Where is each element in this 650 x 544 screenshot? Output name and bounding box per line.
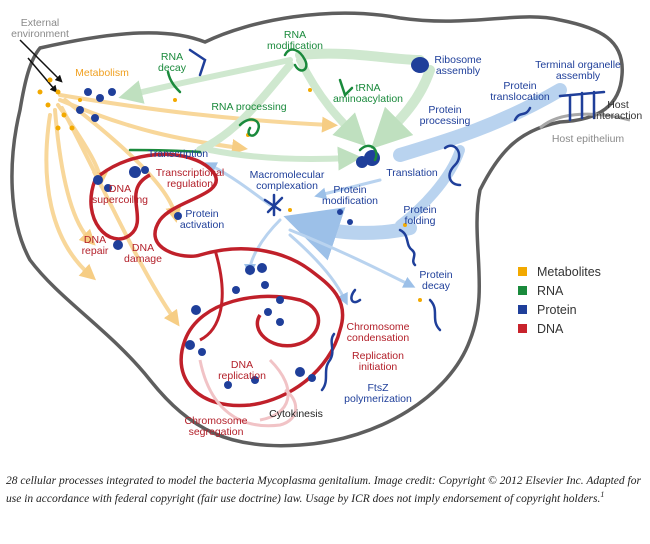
environment-arrows <box>19 39 63 93</box>
label-dna-repair: DNA <box>84 234 106 246</box>
legend-label-protein: Protein <box>537 303 577 317</box>
svg-text:replication: replication <box>218 370 266 382</box>
legend: Metabolites RNA Protein DNA <box>518 265 601 336</box>
cell-membrane <box>10 11 624 448</box>
protein-glyphs <box>76 57 429 389</box>
legend-label-rna: RNA <box>537 284 564 298</box>
label-metabolism: Metabolism <box>75 67 129 79</box>
rna-glyphs <box>128 48 378 162</box>
dna-pink-links <box>198 358 298 428</box>
rna-flows <box>118 48 435 171</box>
svg-text:folding: folding <box>405 215 436 227</box>
svg-text:segregation: segregation <box>189 426 244 438</box>
legend-label-dna: DNA <box>537 322 564 336</box>
svg-text:damage: damage <box>124 253 162 265</box>
svg-text:initiation: initiation <box>359 361 398 373</box>
label-host-interaction: Host <box>607 99 629 111</box>
label-dna-replication: DNA <box>231 359 253 371</box>
svg-text:supercoiling: supercoiling <box>92 194 148 206</box>
svg-text:assembly: assembly <box>436 65 481 77</box>
label-transcriptional-regulation: Transcriptional <box>156 167 224 179</box>
figure-caption: 28 cellular processes integrated to mode… <box>6 474 642 506</box>
legend-label-metabolites: Metabolites <box>537 265 601 279</box>
label-protein-processing: Protein <box>428 104 461 116</box>
label-chromosome-condensation: Chromosome <box>346 321 409 333</box>
legend-swatch-metabolites <box>518 267 527 276</box>
label-replication-initiation: Replication <box>352 350 404 362</box>
svg-text:translocation: translocation <box>490 91 550 103</box>
label-protein-folding: Protein <box>403 204 436 216</box>
legend-swatch-dna <box>518 324 527 333</box>
label-dna-damage: DNA <box>132 242 154 254</box>
svg-text:complexation: complexation <box>256 180 318 192</box>
process-labels: External environment Metabolism RNA deca… <box>11 17 642 438</box>
caption-text: 28 cellular processes integrated to mode… <box>6 475 641 505</box>
protein-flows <box>204 83 567 306</box>
label-protein-activation: Protein <box>185 208 218 220</box>
label-ftsz-polymerization: FtsZ <box>368 382 390 394</box>
label-macromolecular-complexation: Macromolecular <box>250 169 325 181</box>
label-rna-modification: RNA <box>284 29 306 41</box>
svg-text:repair: repair <box>82 245 109 257</box>
legend-swatch-protein <box>518 305 527 314</box>
label-host-epithelium: Host epithelium <box>552 133 625 145</box>
label-rna-processing: RNA processing <box>211 101 286 113</box>
label-dna-supercoiling: DNA <box>109 183 131 195</box>
label-cytokinesis: Cytokinesis <box>269 408 323 420</box>
label-protein-decay: Protein <box>419 269 452 281</box>
svg-text:processing: processing <box>420 115 471 127</box>
svg-text:decay: decay <box>422 280 451 292</box>
svg-text:regulation: regulation <box>167 178 213 190</box>
dna-strand <box>89 152 345 408</box>
legend-swatch-rna <box>518 286 527 295</box>
label-chromosome-segregation: Chromosome <box>184 415 247 427</box>
label-terminal-organelle-assembly: Terminal organelle <box>535 59 621 71</box>
svg-text:modification: modification <box>267 40 323 52</box>
cell-process-diagram: External environment Metabolism RNA deca… <box>10 11 642 448</box>
label-trna-aminoacylation: tRNA <box>355 82 380 94</box>
svg-text:polymerization: polymerization <box>344 393 412 405</box>
caption-footnote-mark: 1 <box>600 490 605 499</box>
protein-chains <box>188 48 606 392</box>
svg-text:aminoacylation: aminoacylation <box>333 93 403 105</box>
svg-text:interaction: interaction <box>594 110 643 122</box>
label-transcription: Transcription <box>148 148 208 160</box>
label-protein-translocation: Protein <box>503 80 536 92</box>
label-translation: Translation <box>386 167 438 179</box>
svg-text:environment: environment <box>11 28 69 40</box>
label-protein-modification: Protein <box>333 184 366 196</box>
metabolite-dots <box>37 77 422 302</box>
label-rna-decay: RNA <box>161 51 183 63</box>
svg-text:decay: decay <box>158 62 187 74</box>
svg-text:condensation: condensation <box>347 332 410 344</box>
label-ribosome-assembly: Ribosome <box>434 54 481 66</box>
svg-text:modification: modification <box>322 195 378 207</box>
label-external-environment: External <box>21 17 60 29</box>
svg-text:activation: activation <box>180 219 225 231</box>
svg-text:assembly: assembly <box>556 70 601 82</box>
